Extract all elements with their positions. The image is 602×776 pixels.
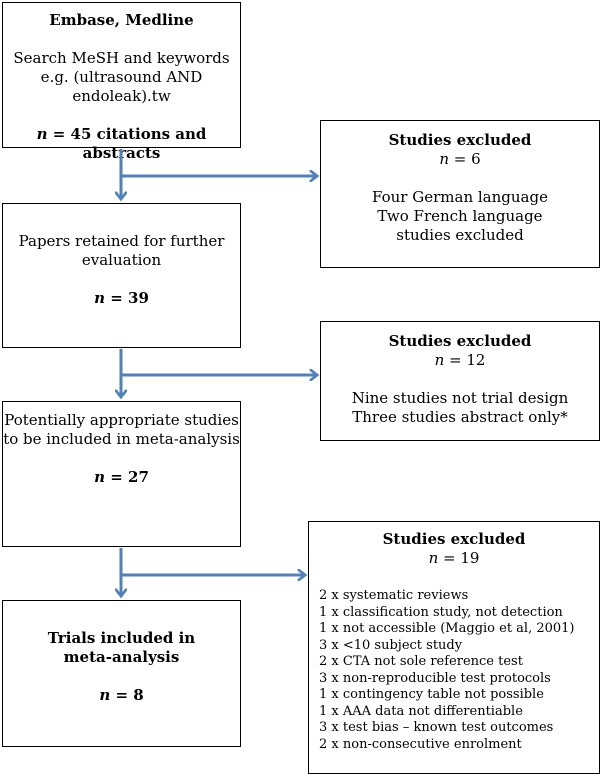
exclusion-reason: 3 x test bias – known test outcomes: [319, 720, 554, 735]
excluded-title-2: Studies excluded: [388, 332, 532, 350]
excluded-box-2: Studies excluded n = 12 Nine studies not…: [320, 321, 600, 441]
excluded-reason-2a: Nine studies not trial design: [351, 389, 569, 407]
exclusion-reason: 3 x non-reproducible test protocols: [319, 670, 551, 686]
excluded-reason-1a: Four German language: [372, 188, 548, 206]
papers-retained-count: n = 39: [3, 289, 240, 308]
exclusion-reason: 1 x AAA data not differentiable: [319, 703, 523, 719]
potential-studies-count: n = 27: [3, 468, 240, 487]
excluded-reason-2b: Three studies abstract only*: [352, 408, 568, 426]
excluded-count-1-value: = 6: [449, 150, 481, 168]
papers-retained-box: Papers retained for further evaluation n…: [2, 203, 241, 348]
excluded-count-3-value: = 19: [438, 549, 480, 567]
n-symbol: n: [94, 468, 105, 486]
search-strategy-line1: Search MeSH and keywords: [13, 49, 230, 67]
trials-included-count-text: = 8: [110, 686, 144, 704]
exclusion-reasons-list: 2 x systematic reviews 1 x classificatio…: [309, 588, 599, 753]
n-symbol: n: [99, 686, 111, 704]
search-strategy-line2: e.g. (ultrasound AND: [40, 68, 203, 86]
search-sources-box: Embase, Medline Search MeSH and keywords…: [2, 2, 241, 162]
excluded-title-3: Studies excluded: [382, 530, 526, 548]
n-symbol: n: [94, 289, 105, 307]
potential-studies-count-text: = 27: [105, 468, 149, 486]
excluded-reason-1b: Two French language: [377, 207, 543, 225]
trials-included-line1: Trials included in: [47, 629, 196, 647]
exclusion-reason: 1 x classification study, not detection: [319, 604, 563, 620]
exclusion-reason: 2 x CTA not sole reference test: [319, 654, 523, 669]
excluded-box-1: Studies excluded n = 6 Four German langu…: [320, 120, 600, 268]
search-sources-title: Embase, Medline: [49, 11, 194, 29]
trials-included-line2: meta-analysis: [63, 648, 180, 666]
exclusion-reason: 3 x <10 subject study: [319, 637, 463, 653]
excluded-title-1: Studies excluded: [388, 131, 532, 149]
excluded-reason-1c: studies excluded: [396, 226, 524, 244]
search-strategy-line3: endoleak).tw: [72, 87, 171, 105]
n-symbol: n: [36, 125, 48, 143]
excluded-count-3: n = 19: [309, 549, 599, 568]
trials-included-box: Trials included in meta-analysis n = 8: [2, 600, 241, 747]
n-symbol: n: [434, 351, 445, 369]
trials-included-count: n = 8: [3, 686, 240, 705]
exclusion-reason: 2 x systematic reviews: [319, 588, 469, 603]
exclusion-reason: 1 x contingency table not possible: [319, 687, 544, 702]
papers-retained-line1: Papers retained for further: [18, 232, 225, 250]
excluded-count-2-value: = 12: [444, 351, 486, 369]
excluded-count-1: n = 6: [321, 150, 599, 169]
papers-retained-line2: evaluation: [81, 251, 162, 269]
excluded-count-2: n = 12: [321, 351, 599, 370]
potential-studies-line2: to be included in meta-analysis: [3, 430, 240, 448]
potential-studies-box: Potentially appropriate studies to be in…: [2, 401, 241, 547]
exclusion-reason: 2 x non-consecutive enrolment: [319, 736, 522, 752]
excluded-box-3: Studies excluded n = 19 2 x systematic r…: [308, 521, 600, 774]
potential-studies-line1: Potentially appropriate studies: [4, 411, 239, 429]
papers-retained-count-text: = 39: [105, 289, 149, 307]
n-symbol: n: [428, 549, 439, 567]
n-symbol: n: [439, 150, 449, 168]
exclusion-reason: 1 x not accessible (Maggio et al, 2001): [319, 621, 575, 636]
